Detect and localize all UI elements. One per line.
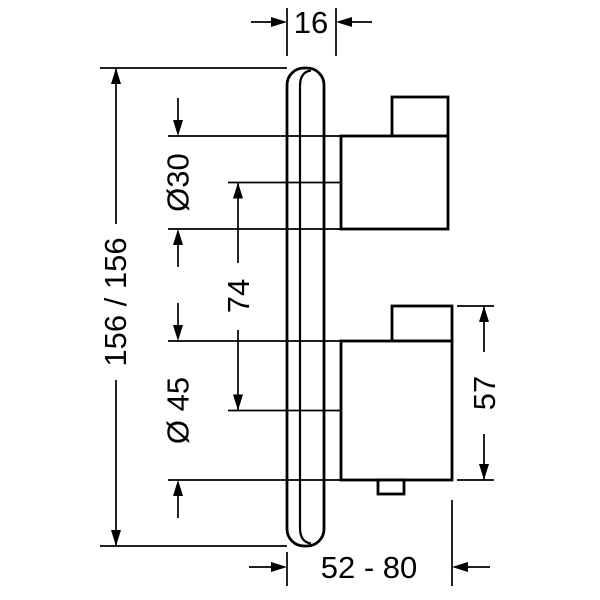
dimension-plate-height: 156 / 156	[98, 68, 133, 546]
arrowhead	[479, 306, 489, 322]
arrowhead	[173, 120, 183, 136]
arrowhead	[452, 562, 468, 572]
plate-face-line	[298, 69, 312, 545]
label-center-distance: 74	[221, 279, 256, 313]
bottom-handle-stop-button	[376, 478, 406, 496]
top-handle-paddle	[390, 95, 450, 138]
label-bottom-knob-diameter: Ø 45	[161, 377, 196, 444]
label-top-knob-diameter: Ø30	[161, 153, 196, 212]
dimension-installation-depth: 52 - 80	[249, 550, 490, 585]
top-handle	[339, 95, 450, 231]
dimension-bottom-handle-height: 57	[467, 306, 502, 480]
arrowhead	[271, 17, 287, 27]
escutcheon-plate	[285, 66, 326, 548]
bottom-handle	[339, 304, 454, 496]
extension-lines	[100, 8, 494, 586]
arrowhead	[173, 229, 183, 245]
label-installation-depth: 52 - 80	[321, 550, 418, 585]
arrowhead	[233, 394, 243, 411]
arrowhead	[173, 480, 183, 496]
arrowhead	[111, 530, 121, 546]
plate-outline	[285, 66, 326, 548]
arrowhead	[233, 182, 243, 199]
bottom-handle-body	[339, 339, 454, 482]
top-handle-body	[339, 134, 450, 231]
dimension-top-knob-diameter: Ø30	[161, 98, 196, 267]
label-plate-height: 156 / 156	[98, 237, 133, 366]
dimension-plate-depth: 16	[251, 5, 372, 40]
arrowhead	[479, 464, 489, 480]
dimension-center-distance: 74	[221, 182, 256, 411]
arrowhead	[271, 562, 287, 572]
bottom-handle-paddle	[390, 304, 454, 343]
dimension-bottom-knob-diameter: Ø 45	[161, 303, 196, 518]
label-bottom-handle-height: 57	[467, 376, 502, 410]
arrowhead	[173, 325, 183, 341]
label-plate-depth: 16	[294, 5, 328, 40]
arrowhead	[336, 17, 352, 27]
arrowhead	[111, 68, 121, 84]
